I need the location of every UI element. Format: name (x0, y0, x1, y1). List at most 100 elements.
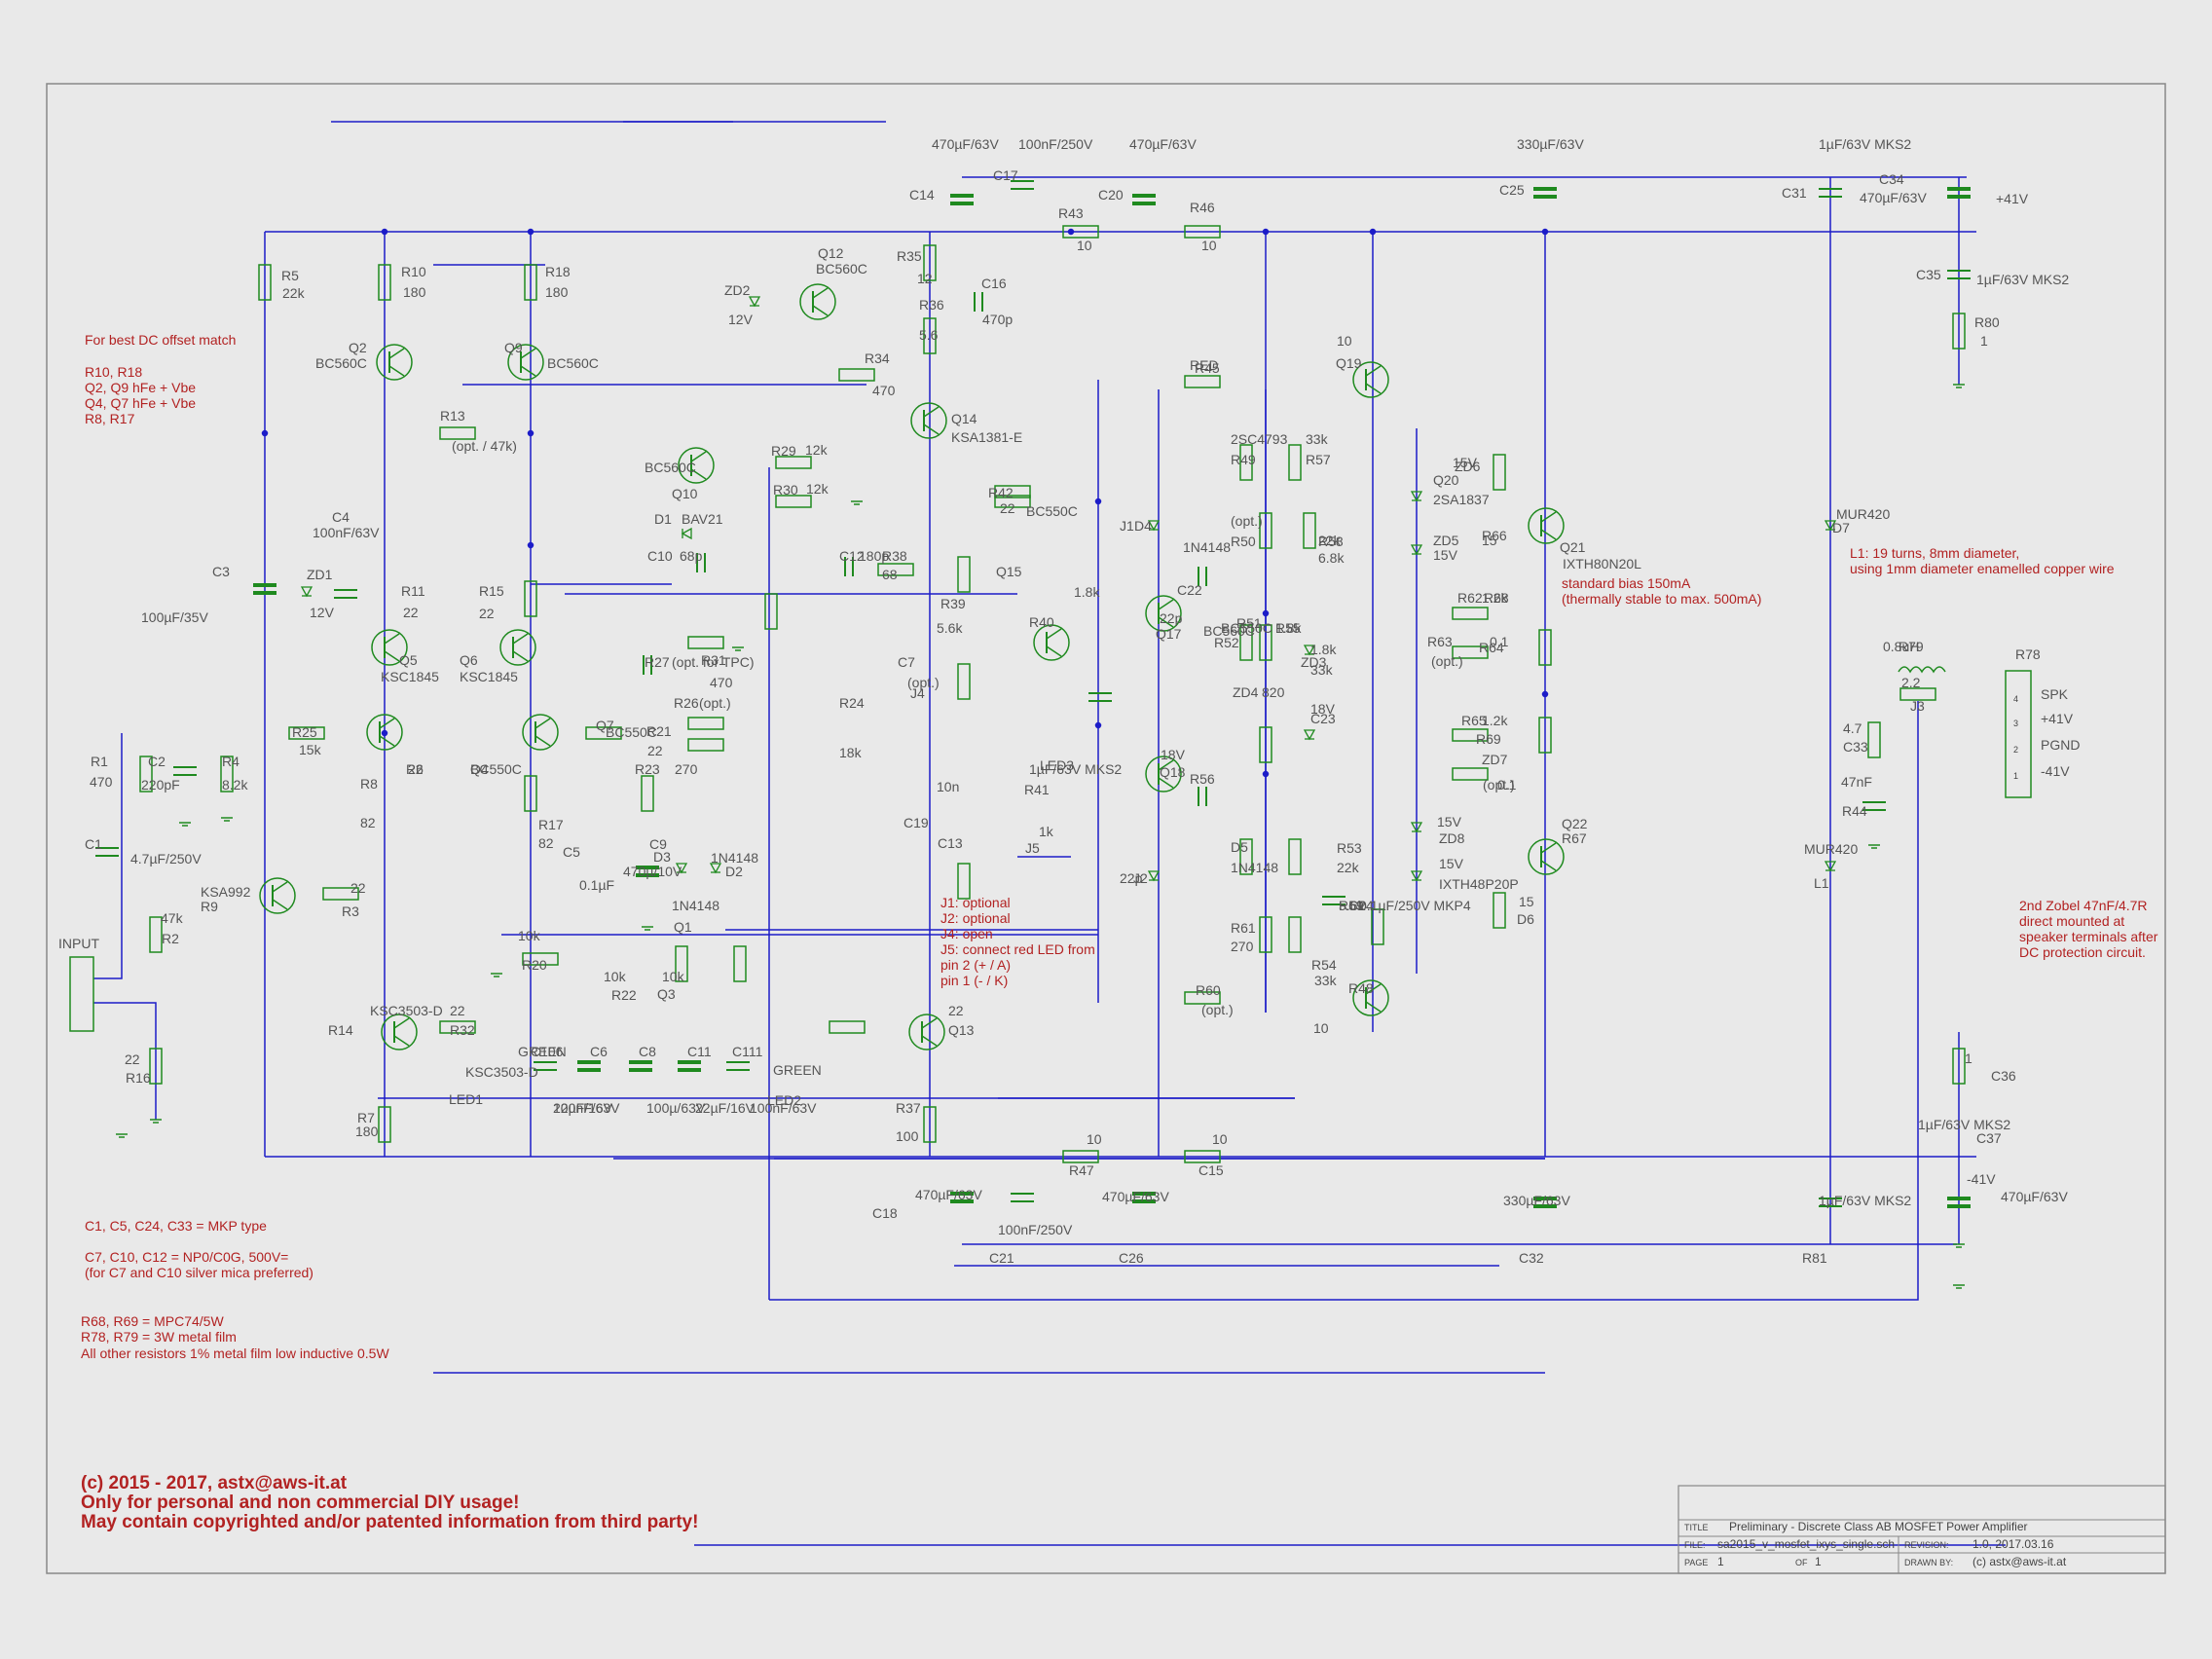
component-label: R47 (1069, 1162, 1094, 1178)
component-label: 100nF/63V (553, 1100, 620, 1116)
component-label: 10 (1201, 238, 1217, 253)
copyright-notice: (c) 2015 - 2017, astx@aws-it.at Only for… (81, 1473, 698, 1532)
drawing-frame (46, 83, 2166, 1574)
resistor (1184, 1150, 1221, 1163)
resistor (1259, 916, 1272, 953)
component-label: ZD5 (1433, 533, 1459, 548)
resistor (957, 663, 971, 700)
component-label: 470µF/63V (2001, 1189, 2068, 1204)
component-label: (opt.) (1201, 1002, 1234, 1017)
component-label: C2 (148, 754, 166, 769)
transistor-symbol (1145, 756, 1182, 793)
component-label: C14 (909, 187, 935, 203)
component-label: 470µF/63V (932, 136, 999, 152)
component-label: R10 (401, 264, 426, 279)
component-label: 15V (1433, 547, 1458, 563)
component-label: R20 (522, 957, 547, 973)
component-label: C24 (1348, 898, 1374, 913)
component-label: R58 (1318, 534, 1344, 549)
component-label: 5.6k (937, 620, 963, 636)
component-label: R69 (1476, 731, 1501, 747)
component-label: J1 (1120, 518, 1134, 534)
transistor-emitter (1158, 777, 1174, 789)
component-label: KSA1381-E (951, 429, 1022, 445)
component-label: C17 (993, 167, 1018, 183)
component-label: 180 (355, 1124, 379, 1139)
component-label: 22p (1120, 870, 1143, 886)
j3-pin-number: 3 (2013, 719, 2018, 728)
component-label: 18V (1161, 747, 1186, 762)
component-label: R4 (222, 754, 240, 769)
component-label: R30 (773, 482, 798, 498)
component-label: BC560C (315, 355, 367, 371)
component-label: J4 (910, 685, 925, 701)
component-label: R7 (357, 1110, 375, 1125)
j3-pin-number: 1 (2013, 771, 2018, 781)
component-label: KSA992 (201, 884, 251, 900)
component-label: 15V (1453, 455, 1478, 470)
transistor-collector (535, 718, 551, 729)
component-label: Q3 (657, 986, 676, 1002)
component-label: 15 (1482, 533, 1497, 548)
note-line: J4: open (940, 926, 993, 941)
diode-symbol (1410, 870, 1423, 882)
j3-pin-label: +41V (2041, 711, 2074, 726)
component-label: ZD3 (1301, 654, 1327, 670)
page-value: 1 (1717, 1555, 1724, 1568)
resistor (1899, 687, 1936, 701)
component-label: 15V (1439, 856, 1464, 871)
component-label: GREEN (773, 1062, 822, 1078)
component-label: R68 (1484, 590, 1509, 606)
component-label: R16 (126, 1070, 151, 1086)
component-label: 470µ/10V (623, 864, 682, 879)
component-label: 1.2k (1482, 590, 1508, 606)
component-label: Q21 (1560, 539, 1586, 555)
component-label: 68 (882, 567, 898, 582)
component-label: R27 (645, 654, 670, 670)
transistor-collector (1365, 983, 1382, 995)
component-label: 22 (403, 605, 419, 620)
resistor-note: R68, R69 = MPC74/5W R78, R79 = 3W metal … (81, 1313, 389, 1361)
transistor-emitter (812, 305, 829, 316)
component-label: R42 (988, 485, 1014, 500)
component-label: 10 (1337, 333, 1352, 349)
component-label: R35 (897, 248, 922, 264)
resistor (1452, 728, 1489, 742)
component-label: R17 (538, 817, 564, 832)
resistor (687, 738, 724, 752)
component-label: 22 (125, 1051, 140, 1067)
component-label: 10 (1087, 1131, 1102, 1147)
component-label: R43 (1058, 205, 1084, 221)
component-label: R8 (360, 776, 378, 792)
transistor-symbol (1033, 624, 1070, 661)
component-label: BC550C (1026, 503, 1078, 519)
note-line: R10, R18 (85, 364, 142, 380)
component-label: R37 (896, 1100, 921, 1116)
component-label: C7 (898, 654, 915, 670)
title-key: TITLE (1684, 1523, 1709, 1532)
components (95, 180, 1971, 1289)
component-label: 22 (948, 1003, 964, 1018)
component-label: 22k (1318, 533, 1342, 548)
component-label: 22 (479, 606, 495, 621)
note-line: (thermally stable to max. 500mA) (1562, 591, 1761, 607)
diode-symbol (1303, 645, 1316, 656)
resistor (838, 368, 875, 382)
component-label: Q13 (948, 1022, 975, 1038)
component-label: R63 (1427, 634, 1453, 649)
component-label: 10k (662, 969, 685, 984)
note-line: pin 2 (+ / A) (940, 957, 1011, 973)
resistor (1952, 1048, 1966, 1085)
transistor-symbol (799, 283, 836, 320)
component-label: 1N4148 (711, 850, 758, 866)
resistor (764, 593, 778, 630)
junction-dot (1541, 690, 1549, 698)
component-label: C10 (647, 548, 673, 564)
resistor (1493, 454, 1506, 491)
component-label: 5.6 (919, 327, 939, 343)
component-label: ZD2 (724, 282, 751, 298)
transistor-symbol (371, 629, 408, 666)
component-label: Q2 (349, 340, 367, 355)
component-label: BC550C (606, 724, 657, 740)
